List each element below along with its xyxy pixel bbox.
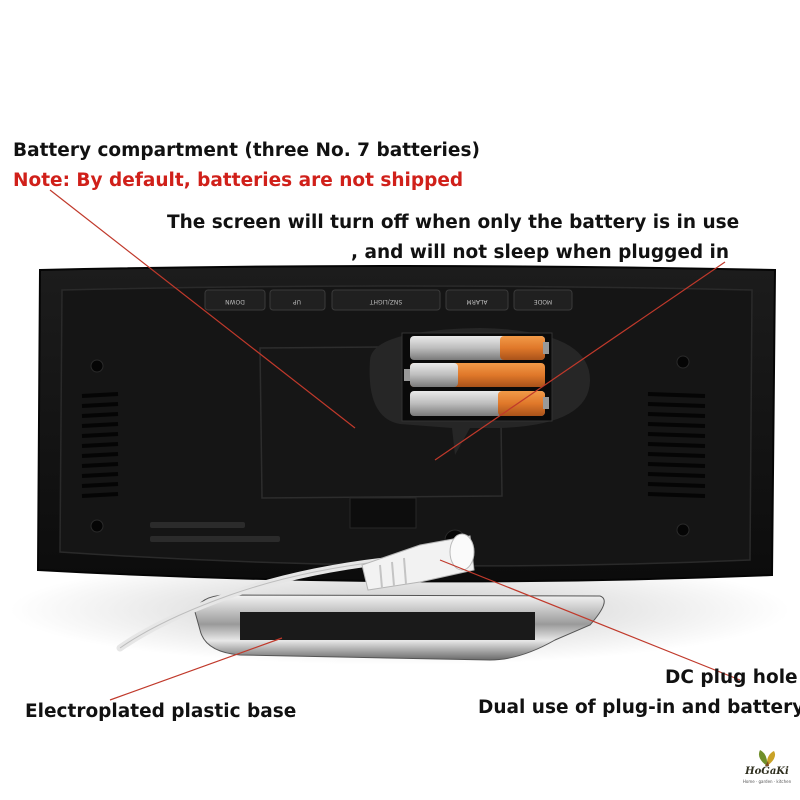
- screw-hole: [90, 359, 104, 373]
- label-screen-line2: , and will not sleep when plugged in: [351, 242, 730, 263]
- speaker-vent-left: [81, 392, 119, 498]
- label-dual-use: Dual use of plug-in and battery: [478, 697, 800, 718]
- brand-logo: HoGaKi Home · garden · kitchen: [738, 748, 796, 794]
- leaf-icon: [758, 750, 776, 766]
- pointer-dc-plug: [439, 559, 741, 681]
- button-alarm-label: ALARM: [466, 298, 487, 305]
- brand-tagline: Home · garden · kitchen: [742, 779, 792, 784]
- button-up-label: UP: [293, 298, 301, 305]
- label-plastic-base: Electroplated plastic base: [25, 701, 297, 722]
- dc-plug: [361, 533, 475, 591]
- pointer-screen: [434, 261, 726, 461]
- button-down-label: DOWN: [225, 298, 245, 305]
- pointer-battery: [49, 189, 356, 429]
- battery: [404, 363, 545, 387]
- label-battery-compartment: Battery compartment (three No. 7 batteri…: [13, 140, 480, 161]
- screw-hole: [90, 519, 104, 533]
- button-snz-light[interactable]: [331, 289, 441, 311]
- speaker-vent-right: [647, 392, 706, 498]
- button-up[interactable]: [269, 289, 326, 311]
- chrome-base-slot: [240, 612, 535, 640]
- button-down[interactable]: [204, 289, 266, 311]
- label-dc-plug-hole: DC plug hole: [665, 667, 798, 688]
- label-screen-line1: The screen will turn off when only the b…: [167, 212, 740, 233]
- screw-hole: [676, 355, 690, 369]
- screw-hole: [676, 523, 690, 537]
- embossed-text: [150, 522, 280, 542]
- pointer-lines: [49, 189, 741, 701]
- battery: [410, 336, 549, 360]
- top-buttons: DOWN UP SNZ/LIGHT ALARM MODE: [204, 289, 573, 311]
- brand-name: HoGaKi: [745, 766, 789, 777]
- pointer-base: [109, 637, 283, 701]
- battery: [410, 391, 549, 416]
- button-alarm[interactable]: [445, 289, 509, 311]
- button-mode-label: MODE: [534, 298, 553, 305]
- button-mode[interactable]: [513, 289, 573, 311]
- battery-cover-latch: [349, 497, 417, 529]
- button-snz-label: SNZ/LIGHT: [369, 298, 402, 305]
- label-shipping-note: Note: By default, batteries are not ship…: [13, 170, 464, 191]
